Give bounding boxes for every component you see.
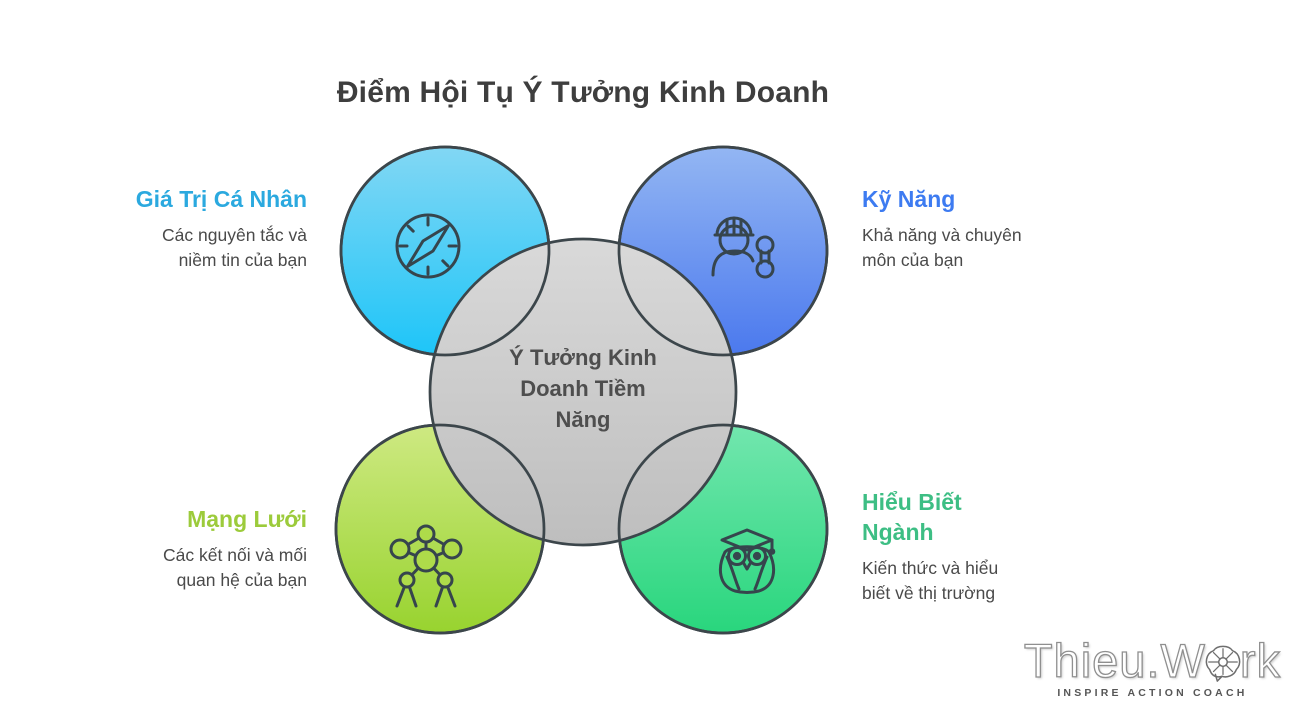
- center-idea-label: Ý Tưởng Kinh Doanh Tiềm Năng: [458, 342, 708, 435]
- personal-values-title: Giá Trị Cá Nhân: [135, 186, 307, 212]
- brand-logo: Thieu.W rk: [1023, 634, 1281, 687]
- desc-line: biết về thị trường: [862, 582, 996, 603]
- title-line: Ngành: [862, 519, 934, 545]
- desc-line: Khả năng và chuyên: [862, 225, 1022, 245]
- network-nodes-icon: [389, 524, 463, 608]
- center-idea-line: Doanh Tiềm: [520, 376, 646, 401]
- label-personal-values: Giá Trị Cá Nhân Các nguyên tắc và niềm t…: [32, 184, 307, 272]
- brain-icon: [1205, 645, 1241, 682]
- desc-line: niềm tin của bạn: [178, 249, 307, 270]
- center-idea-line: Ý Tưởng Kinh: [509, 345, 657, 370]
- skills-title: Kỹ Năng: [862, 186, 956, 212]
- compass-icon: [395, 213, 461, 279]
- desc-line: Các nguyên tắc và: [162, 225, 307, 245]
- owl-graduate-icon: [718, 528, 776, 594]
- brand-text-left: Thieu.W: [1023, 634, 1206, 687]
- brand-tagline: INSPIRE ACTION COACH: [1057, 687, 1248, 699]
- desc-line: Kiến thức và hiểu: [862, 558, 999, 578]
- circle-outlines: [334, 145, 829, 635]
- industry-insight-desc: Kiến thức và hiểu biết về thị trường: [862, 556, 1137, 605]
- skills-desc: Khả năng và chuyên môn của bạn: [862, 223, 1137, 272]
- page-title: Điểm Hội Tụ Ý Tưởng Kinh Doanh: [336, 76, 830, 109]
- personal-values-desc: Các nguyên tắc và niềm tin của bạn: [32, 223, 307, 272]
- desc-line: quan hệ của bạn: [176, 569, 307, 590]
- label-skills: Kỹ Năng Khả năng và chuyên môn của bạn: [862, 184, 1137, 272]
- title-line: Hiểu Biết: [862, 489, 962, 515]
- label-industry-insight: Hiểu Biết Ngành Kiến thức và hiểu biết v…: [862, 487, 1137, 605]
- desc-line: Các kết nối và mối: [163, 545, 307, 565]
- circle-center-idea: [428, 237, 738, 547]
- network-desc: Các kết nối và mối quan hệ của bạn: [32, 543, 307, 592]
- center-idea-line: Năng: [555, 407, 611, 432]
- industry-insight-title: Hiểu Biết Ngành: [862, 487, 1137, 547]
- brand-text-right: rk: [1239, 634, 1281, 687]
- brand-watermark: Thieu.W rk INSPIRE ACTION COACH: [1023, 634, 1281, 699]
- worker-wrench-icon: [711, 216, 775, 279]
- network-title: Mạng Lưới: [187, 506, 307, 532]
- desc-line: môn của bạn: [862, 249, 964, 270]
- label-network: Mạng Lưới Các kết nối và mối quan hệ của…: [32, 504, 307, 592]
